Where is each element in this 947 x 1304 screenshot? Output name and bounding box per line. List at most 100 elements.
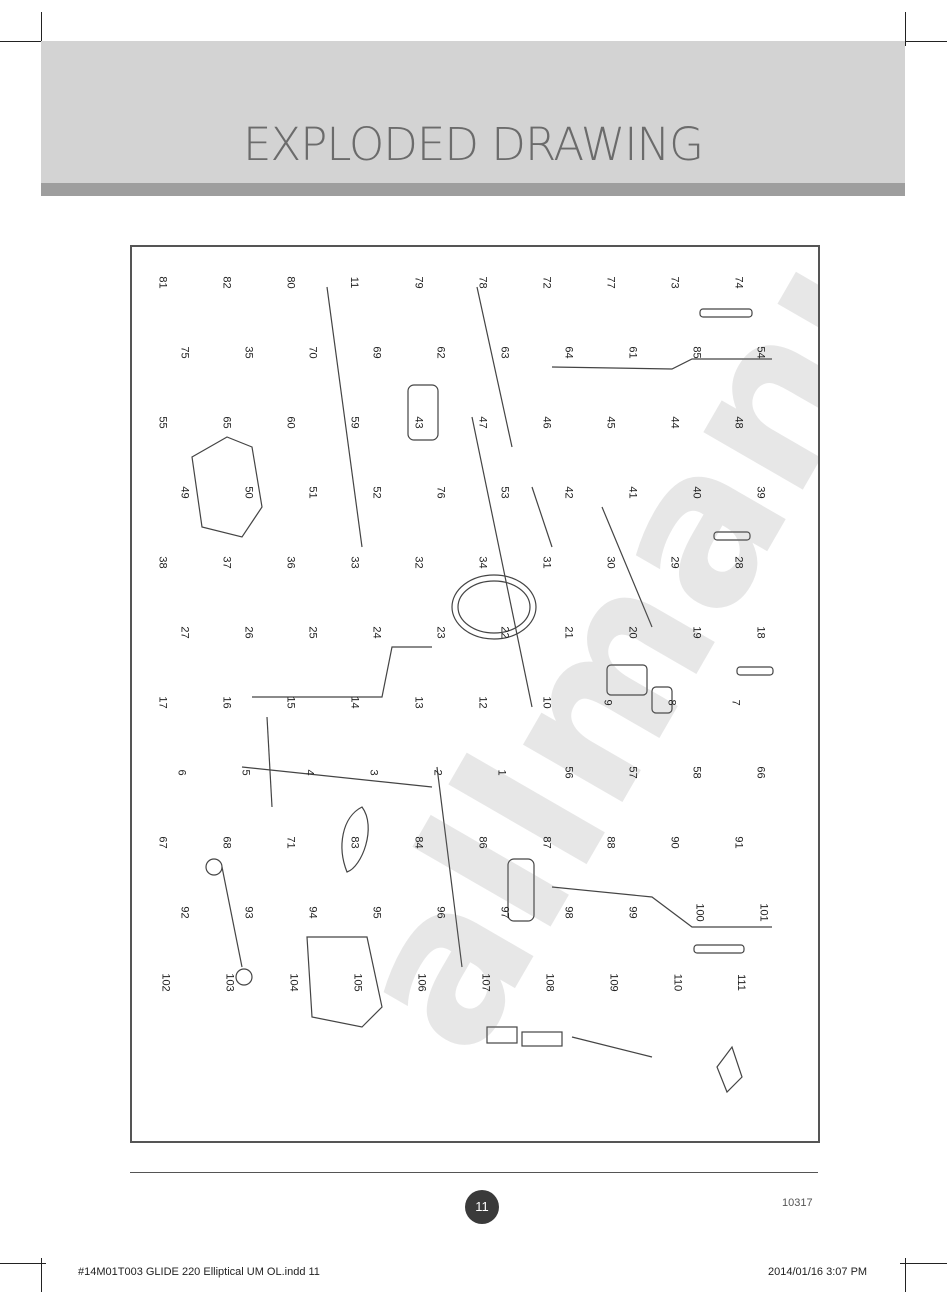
part-callout: 31 (540, 556, 553, 569)
part-callout: 69 (370, 346, 383, 359)
bracket (716, 1045, 743, 1094)
part-callout: 11 (348, 276, 361, 289)
handlebar-tube (551, 886, 772, 928)
crop-mark (905, 1258, 906, 1292)
pedal-plate (507, 858, 535, 922)
part-callout: 91 (732, 836, 745, 849)
part-callout: 76 (434, 486, 447, 499)
side-cover (191, 436, 263, 538)
grip-tube (693, 944, 745, 954)
part-callout: 55 (156, 416, 169, 429)
part-callout: 34 (476, 556, 489, 569)
main-frame (241, 766, 433, 788)
part-callout: 9 (601, 699, 614, 706)
rod (326, 286, 363, 548)
part-callout: 50 (242, 486, 255, 499)
part-callout: 23 (434, 626, 447, 639)
part-callout: 74 (732, 276, 745, 289)
part-callout: 29 (668, 556, 681, 569)
part-callout: 51 (306, 486, 319, 499)
part-callout: 102 (159, 973, 172, 992)
flywheel (451, 574, 537, 640)
part-callout: 21 (562, 626, 575, 639)
part-callout: 32 (412, 556, 425, 569)
header-band (41, 41, 905, 183)
part-callout: 20 (626, 626, 639, 639)
print-date: 2014/01/16 3:07 PM (768, 1266, 868, 1278)
part-callout: 93 (242, 906, 255, 919)
handle-bar (736, 666, 774, 676)
part-callout: 37 (220, 556, 233, 569)
part-callout: 94 (306, 906, 319, 919)
part-callout: 52 (370, 486, 383, 499)
part-callout: 46 (540, 416, 553, 429)
part-callout: 25 (306, 626, 319, 639)
part-callout: 83 (348, 836, 361, 849)
main-frame (252, 646, 432, 698)
end-cap-block (486, 1026, 518, 1044)
part-callout: 103 (223, 973, 236, 992)
part-callout: 28 (732, 556, 745, 569)
part-callout: 30 (604, 556, 617, 569)
header-stripe (41, 183, 905, 196)
part-callout: 70 (306, 346, 319, 359)
rod (531, 486, 553, 548)
part-callout: 42 (562, 486, 575, 499)
part-callout: 48 (732, 416, 745, 429)
part-callout: 80 (284, 276, 297, 289)
console-post (601, 506, 653, 628)
rod (471, 416, 533, 708)
part-callout: 18 (754, 626, 767, 639)
part-callout: 81 (156, 276, 169, 289)
sensor (651, 686, 673, 714)
part-callout: 92 (178, 906, 191, 919)
part-callout: 109 (607, 973, 620, 992)
part-callout: 10 (540, 696, 553, 709)
part-callout: 73 (668, 276, 681, 289)
part-callout: 24 (370, 626, 383, 639)
part-callout: 14 (348, 696, 361, 709)
part-callout: 105 (351, 973, 364, 992)
part-callout: 90 (668, 836, 681, 849)
part-callout: 43 (412, 416, 425, 429)
part-callout: 13 (412, 696, 425, 709)
part-callout: 111 (734, 974, 747, 991)
side-cover (306, 936, 383, 1028)
grip-tube (699, 308, 753, 318)
part-callout: 35 (242, 346, 255, 359)
part-callout: 75 (178, 346, 191, 359)
crop-mark (900, 1263, 947, 1264)
part-callout: 97 (498, 906, 511, 919)
part-callout: 101 (757, 903, 770, 922)
part-callout: 53 (498, 486, 511, 499)
part-callout: 16 (220, 696, 233, 709)
pedal-plate (407, 384, 439, 441)
page-title: EXPLODED DRAWING (242, 118, 704, 171)
crop-mark (0, 41, 46, 42)
part-callout: 107 (479, 973, 492, 992)
part-callout: 61 (626, 346, 639, 359)
part-callout: 39 (754, 486, 767, 499)
part-callout: 86 (476, 836, 489, 849)
part-callout: 71 (284, 836, 297, 849)
part-callout: 41 (626, 486, 639, 499)
document-code: 10317 (782, 1197, 813, 1209)
part-callout: 40 (690, 486, 703, 499)
part-callout: 45 (604, 416, 617, 429)
part-callout: 87 (540, 836, 553, 849)
console (606, 664, 648, 696)
foot-pad (521, 1031, 563, 1047)
part-callout: 85 (690, 346, 703, 359)
part-callout: 54 (754, 346, 767, 359)
part-callout: 36 (284, 556, 297, 569)
front-post (571, 1036, 653, 1058)
part-callout: 106 (415, 973, 428, 992)
crop-mark (905, 12, 906, 46)
part-callout: 1 (495, 769, 508, 776)
part-callout: 15 (284, 696, 297, 709)
crop-mark (0, 1263, 46, 1264)
part-callout: 3 (367, 769, 380, 776)
part-callout: 78 (476, 276, 489, 289)
footer-rule (130, 1172, 818, 1173)
part-callout: 19 (690, 626, 703, 639)
